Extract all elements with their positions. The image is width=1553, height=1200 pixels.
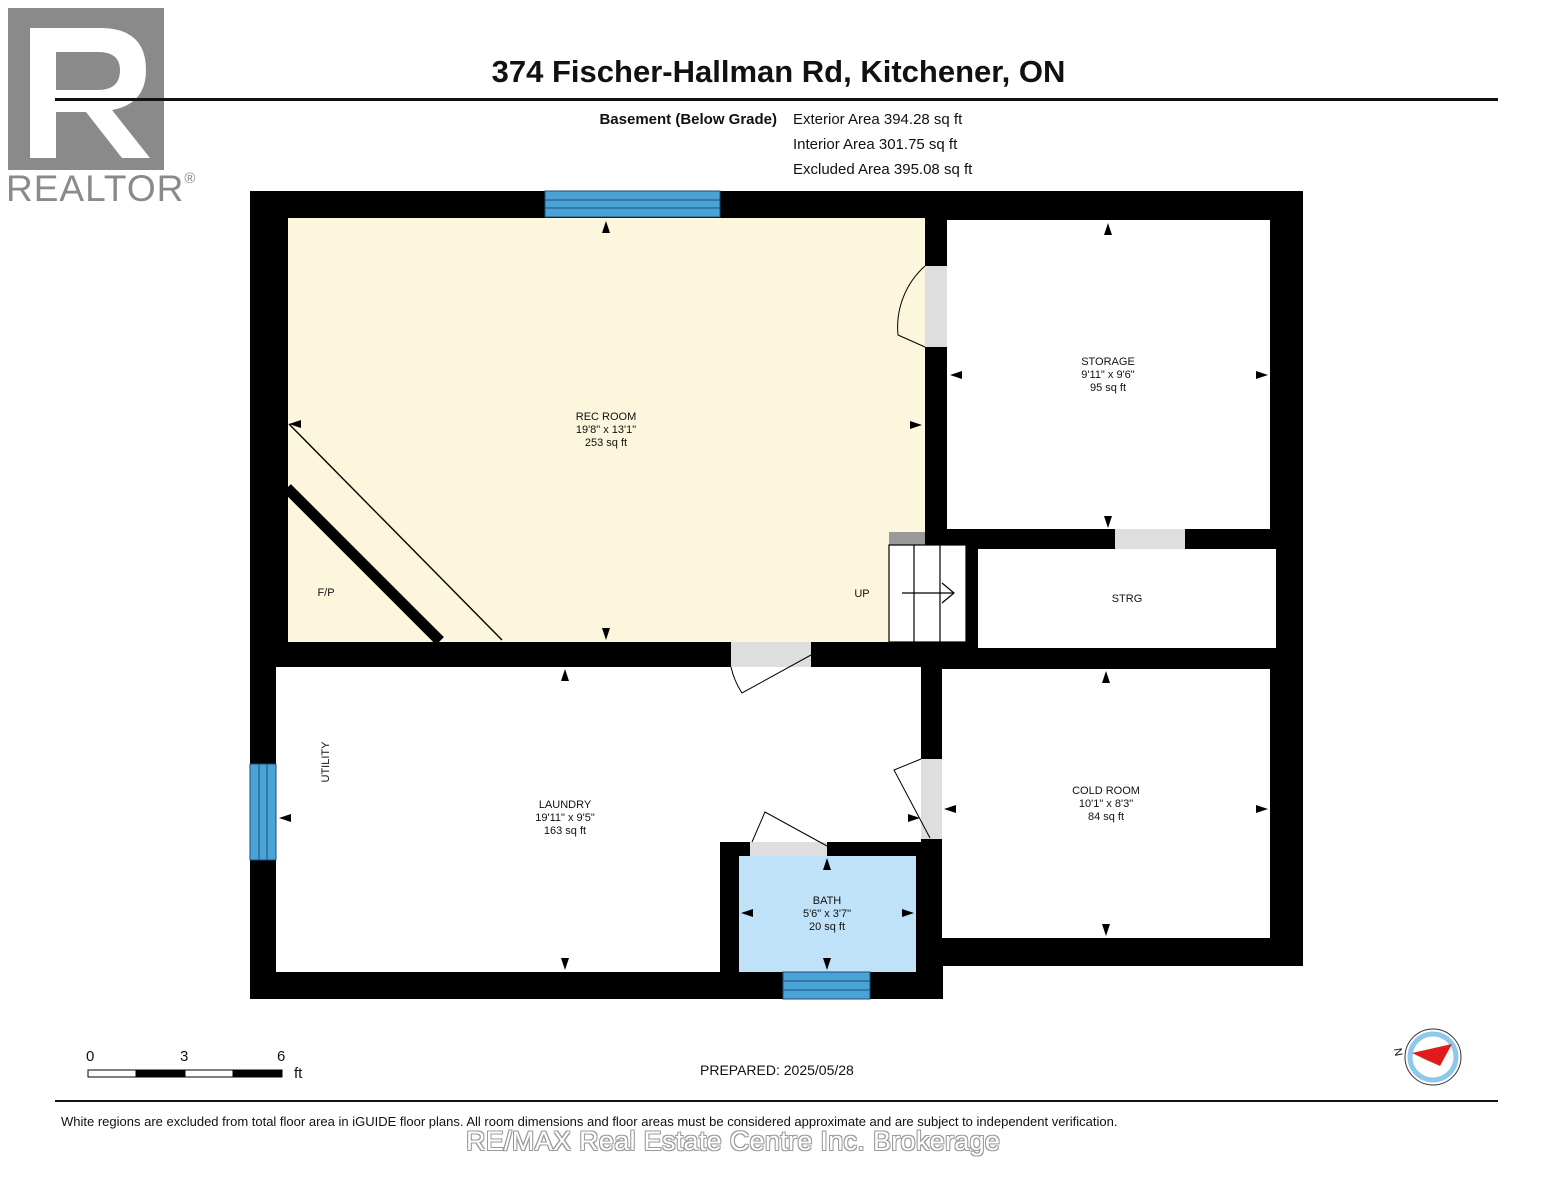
window-left (249, 763, 277, 861)
cold-room-dims: 10'1" x 8'3" (1079, 798, 1133, 810)
property-address: 374 Fischer-Hallman Rd, Kitchener, ON (491, 54, 1066, 89)
cold-room-floor (942, 669, 1270, 938)
disclaimer: White regions are excluded from total fl… (61, 1114, 1118, 1129)
exterior-area: Exterior Area 394.28 sq ft (793, 111, 963, 128)
laundry-dims: 19'11" x 9'5" (535, 812, 595, 824)
laundry-name: LAUNDRY (539, 799, 592, 811)
bath-dims: 5'6" x 3'7" (803, 908, 851, 920)
storage-area: 95 sq ft (1090, 382, 1126, 394)
cold-room-name: COLD ROOM (1072, 785, 1140, 797)
compass-icon: N (1391, 1028, 1462, 1086)
strg-floor (978, 549, 1276, 648)
fireplace-label: F/P (317, 587, 334, 599)
prepared-date: PREPARED: 2025/05/28 (700, 1062, 854, 1078)
fireplace-wall (283, 484, 444, 645)
cold-room-area: 84 sq ft (1088, 811, 1124, 823)
window-top (544, 190, 721, 218)
bath-floor (739, 856, 916, 972)
door-bath (750, 811, 828, 856)
door-strg (1115, 529, 1185, 549)
excluded-area: Excluded Area 395.08 sq ft (793, 161, 973, 178)
stairs-label: UP (854, 588, 869, 600)
interior-area: Interior Area 301.75 sq ft (793, 136, 958, 153)
header-divider (55, 98, 1498, 101)
bath-name: BATH (813, 895, 842, 907)
floor-name: Basement (Below Grade) (599, 111, 777, 128)
scale-bar (87, 1069, 283, 1078)
brokerage-watermark: RE/MAX Real Estate Centre Inc. Brokerage (466, 1126, 1001, 1156)
rec-room-area: 253 sq ft (585, 437, 627, 449)
compass-label: N (1391, 1047, 1404, 1057)
window-bottom (782, 971, 871, 1000)
bath-area: 20 sq ft (809, 921, 845, 933)
storage-floor (947, 220, 1270, 529)
realtor-logo-icon (8, 8, 164, 170)
door-cold-room (893, 758, 942, 839)
dimension-arrows (279, 221, 1268, 970)
storage-name: STORAGE (1081, 356, 1135, 368)
door-storage (897, 265, 947, 348)
scale-unit: ft (294, 1065, 303, 1082)
fireplace-line (288, 423, 503, 641)
storage-dims: 9'11" x 9'6" (1081, 369, 1134, 381)
rec-room-name: REC ROOM (576, 411, 637, 423)
laundry-area: 163 sq ft (544, 825, 586, 837)
strg-name: STRG (1112, 593, 1143, 605)
rec-room-floor (288, 218, 925, 642)
scale-label-0: 0 (86, 1048, 95, 1065)
rec-room-dims: 19'8" x 13'1" (576, 424, 636, 436)
footer-divider (55, 1100, 1498, 1102)
stairs (888, 532, 967, 643)
utility-label: UTILITY (320, 741, 332, 783)
scale-label-3: 3 (180, 1048, 189, 1065)
door-laundry (730, 642, 812, 694)
scale-label-6: 6 (277, 1048, 286, 1065)
realtor-logo-text: REALTOR® (6, 168, 197, 209)
